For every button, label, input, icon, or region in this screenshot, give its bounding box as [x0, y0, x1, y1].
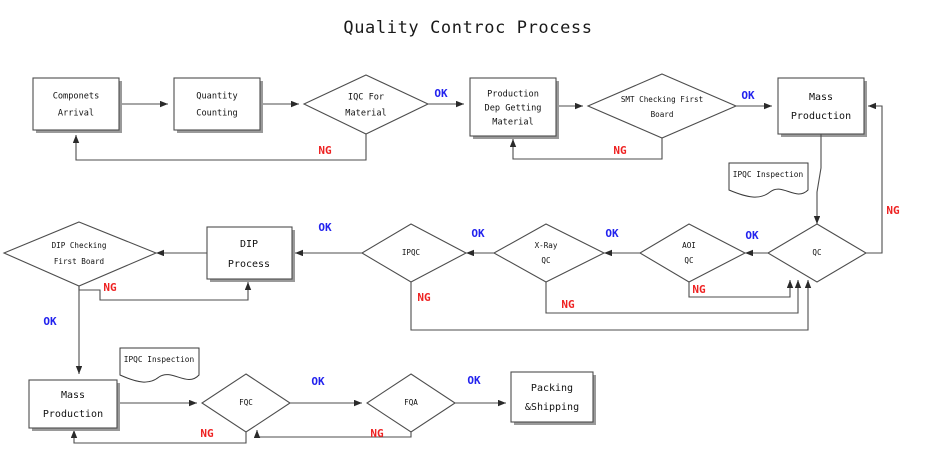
iqc-material-label-line1: IQC For	[348, 93, 384, 103]
ng-label-aoi: NG	[692, 283, 706, 296]
note-bottom-label: IPQC Inspection	[124, 355, 194, 364]
edge-aoi-ng-to-qc	[688, 280, 794, 298]
packing-label-line2: &Shipping	[525, 402, 579, 413]
ok-label-fqc: OK	[311, 375, 325, 388]
ok-label-iqc: OK	[434, 87, 448, 100]
node-smt-checking-first-board[interactable]: SMT Checking First Board	[586, 73, 738, 139]
componets-arrival-label-line1: Componets	[53, 92, 100, 102]
ng-label-xray: NG	[561, 298, 575, 311]
node-ipqc[interactable]: IPQC	[360, 223, 468, 283]
edge-fqa-ng-to-fqc	[253, 430, 412, 438]
edge-labels-ok: OK OK OK OK OK OK OK OK OK	[43, 87, 759, 388]
node-fqa[interactable]: FQA	[366, 373, 456, 433]
smt-checking-label-line1: SMT Checking First	[621, 95, 703, 104]
page-title: Quality Controc Process	[343, 18, 592, 38]
ng-label-dip-checking: NG	[103, 281, 117, 294]
node-iqc-for-material[interactable]: IQC For Material	[302, 74, 430, 135]
ok-label-dip-checking: OK	[43, 315, 57, 328]
ipqc-label: IPQC	[402, 248, 420, 257]
row1-to-row2-connectors	[813, 102, 883, 254]
node-qc[interactable]: QC	[766, 223, 868, 283]
iqc-material-label-line2: Material	[345, 109, 386, 119]
ok-label-smt: OK	[741, 89, 755, 102]
node-fqc[interactable]: FQC	[201, 373, 291, 433]
dip-checking-label-line2: First Board	[54, 257, 104, 266]
node-aoi-qc[interactable]: AOI QC	[638, 223, 747, 283]
ng-label-qc: NG	[886, 204, 900, 217]
fqa-label: FQA	[404, 398, 418, 407]
production-dep-label-line2: Dep Getting	[485, 104, 542, 114]
node-production-dep-getting-material[interactable]: Production Dep Getting Material	[469, 77, 559, 139]
note-ipqc-inspection-top: IPQC Inspection	[728, 162, 809, 198]
fqc-label: FQC	[239, 398, 253, 407]
qc-label: QC	[812, 248, 821, 257]
node-dip-process[interactable]: DIP Process	[206, 226, 295, 282]
edge-qc-ng-to-mass	[866, 102, 883, 254]
production-dep-label-line1: Production	[487, 90, 539, 100]
edge-iqc-ng-loop	[72, 134, 367, 161]
dip-process-label-line2: Process	[228, 259, 270, 270]
mass-production-bottom-label-line2: Production	[43, 409, 103, 420]
node-x-ray-qc[interactable]: X-Ray QC	[492, 223, 606, 283]
xray-qc-label-line2: QC	[541, 256, 550, 265]
node-componets-arrival[interactable]: Componets Arrival	[32, 77, 122, 133]
edge-fqc-ng-to-mass-bottom	[70, 430, 247, 444]
edge-xray-ng-to-qc	[545, 280, 802, 314]
note-top-label: IPQC Inspection	[733, 170, 803, 179]
production-dep-label-line3: Material	[492, 118, 533, 128]
mass-production-top-label-line2: Production	[791, 111, 851, 122]
ok-label-xray: OK	[471, 227, 485, 240]
dip-process-label-line1: DIP	[240, 239, 258, 250]
mass-production-top-label-line1: Mass	[809, 92, 833, 103]
aoi-qc-label-line2: QC	[684, 256, 693, 265]
ok-label-fqa: OK	[467, 374, 481, 387]
node-quantity-counting[interactable]: Quantity Counting	[173, 77, 263, 133]
ng-label-ipqc: NG	[417, 291, 431, 304]
quantity-counting-label-line1: Quantity	[196, 92, 237, 102]
dip-checking-label-line1: DIP Checking	[52, 241, 107, 250]
note-ipqc-inspection-bottom: IPQC Inspection	[119, 347, 200, 383]
ng-label-fqc: NG	[200, 427, 214, 440]
quantity-counting-label-line2: Counting	[196, 109, 237, 119]
node-mass-production-top[interactable]: Mass Production	[777, 77, 867, 137]
ok-label-aoi: OK	[605, 227, 619, 240]
edge-ipqc-ng-to-qc	[410, 280, 812, 331]
node-dip-checking-first-board[interactable]: DIP Checking First Board	[2, 221, 158, 287]
edge-smt-ng-loop	[509, 138, 663, 160]
ok-label-ipqc: OK	[318, 221, 332, 234]
row3-connectors	[70, 399, 506, 444]
ng-label-fqa: NG	[370, 427, 384, 440]
mass-production-bottom-label-line1: Mass	[61, 390, 85, 401]
ng-label-smt: NG	[613, 144, 627, 157]
node-packing-shipping[interactable]: Packing &Shipping	[510, 371, 596, 425]
xray-qc-label-line1: X-Ray	[535, 241, 558, 250]
smt-checking-label-line2: Board	[651, 110, 674, 119]
aoi-qc-label-line1: AOI	[682, 241, 696, 250]
row1-connectors	[72, 100, 772, 161]
row2-connectors	[75, 249, 812, 374]
edge-labels-ng: NG NG NG NG NG NG NG NG NG	[103, 144, 900, 440]
packing-label-line1: Packing	[531, 383, 573, 394]
componets-arrival-label-line2: Arrival	[58, 109, 94, 119]
ok-label-qc: OK	[745, 229, 759, 242]
edge-mass-to-qc	[813, 134, 822, 224]
node-mass-production-bottom[interactable]: Mass Production	[28, 379, 120, 431]
ng-label-iqc: NG	[318, 144, 332, 157]
